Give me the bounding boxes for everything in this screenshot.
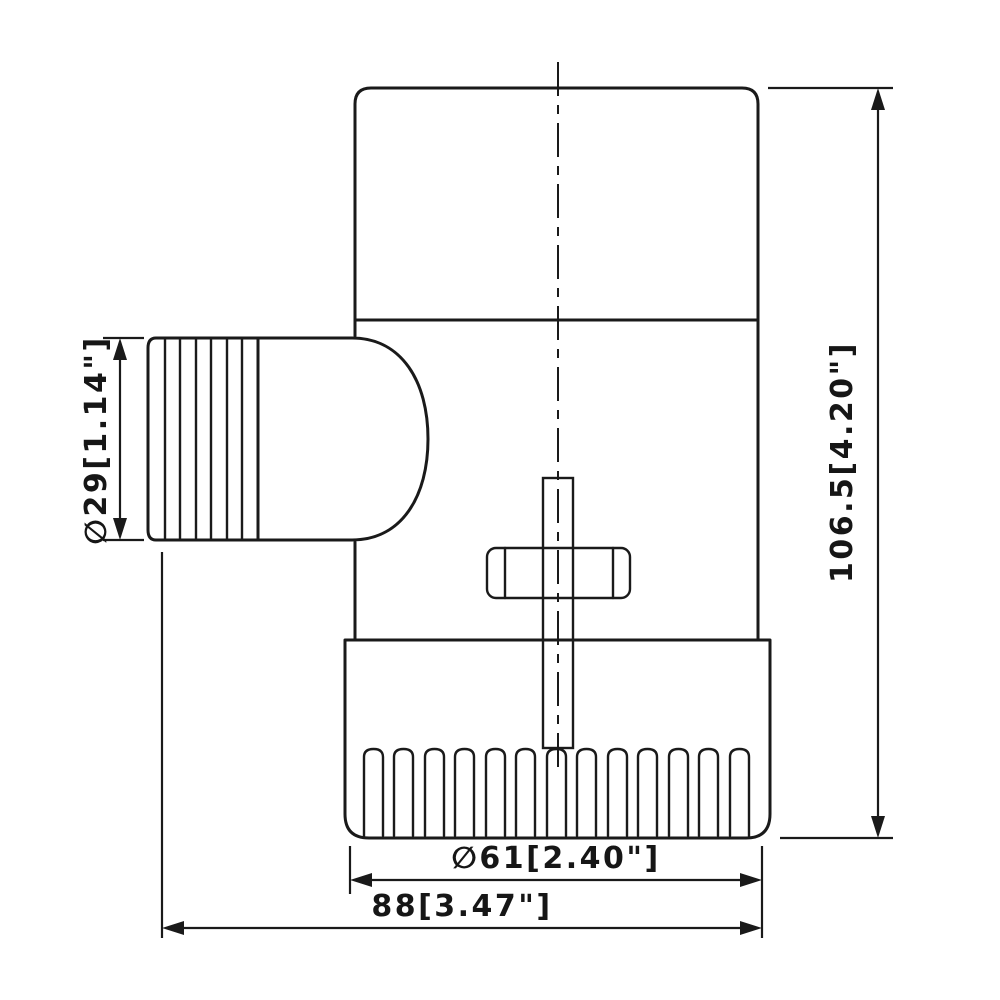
overall-height-label: 106.5[4.20"]	[825, 341, 860, 583]
strainer-slots	[362, 747, 751, 838]
arrowhead	[162, 921, 184, 935]
arrowhead	[740, 921, 762, 935]
outlet-dome-outline	[256, 336, 430, 542]
strainer-slot	[545, 747, 568, 838]
barb-outline	[146, 336, 260, 542]
strainer-slot	[514, 747, 537, 838]
overall-width-label: 88[3.47"]	[371, 889, 552, 924]
arrowhead	[113, 518, 127, 540]
body-outline-upper	[353, 86, 760, 642]
strainer-slot	[697, 747, 720, 838]
strainer-slot	[606, 747, 629, 838]
strainer-slot	[636, 747, 659, 838]
arrowhead	[871, 88, 885, 110]
outlet-diameter-label: ∅29[1.14"]	[79, 335, 114, 545]
strainer-slot	[484, 747, 507, 838]
arrowhead	[740, 873, 762, 887]
dimension-overall-height: 106.5[4.20"]	[768, 86, 893, 840]
dimension-outlet-diameter: ∅29[1.14"]	[79, 335, 144, 545]
strainer-slot	[453, 747, 476, 838]
pump-body	[353, 86, 760, 642]
arrowhead	[350, 873, 372, 887]
base-outline	[343, 638, 772, 840]
strainer-slot	[667, 747, 690, 838]
strainer-slot	[392, 747, 415, 838]
dimension-base-diameter: ∅61[2.40"]	[348, 841, 764, 938]
dimension-overall-width: 88[3.47"]	[160, 552, 762, 938]
strainer-slot	[423, 747, 446, 838]
base-diameter-label: ∅61[2.40"]	[451, 841, 661, 876]
outlet-port	[146, 336, 430, 542]
strainer-slot	[728, 747, 751, 838]
arrowhead	[113, 338, 127, 360]
arrowhead	[871, 816, 885, 838]
strainer-base	[343, 638, 772, 840]
impeller-outline	[485, 546, 632, 600]
strainer-slot	[575, 747, 598, 838]
strainer-slot	[362, 747, 385, 838]
